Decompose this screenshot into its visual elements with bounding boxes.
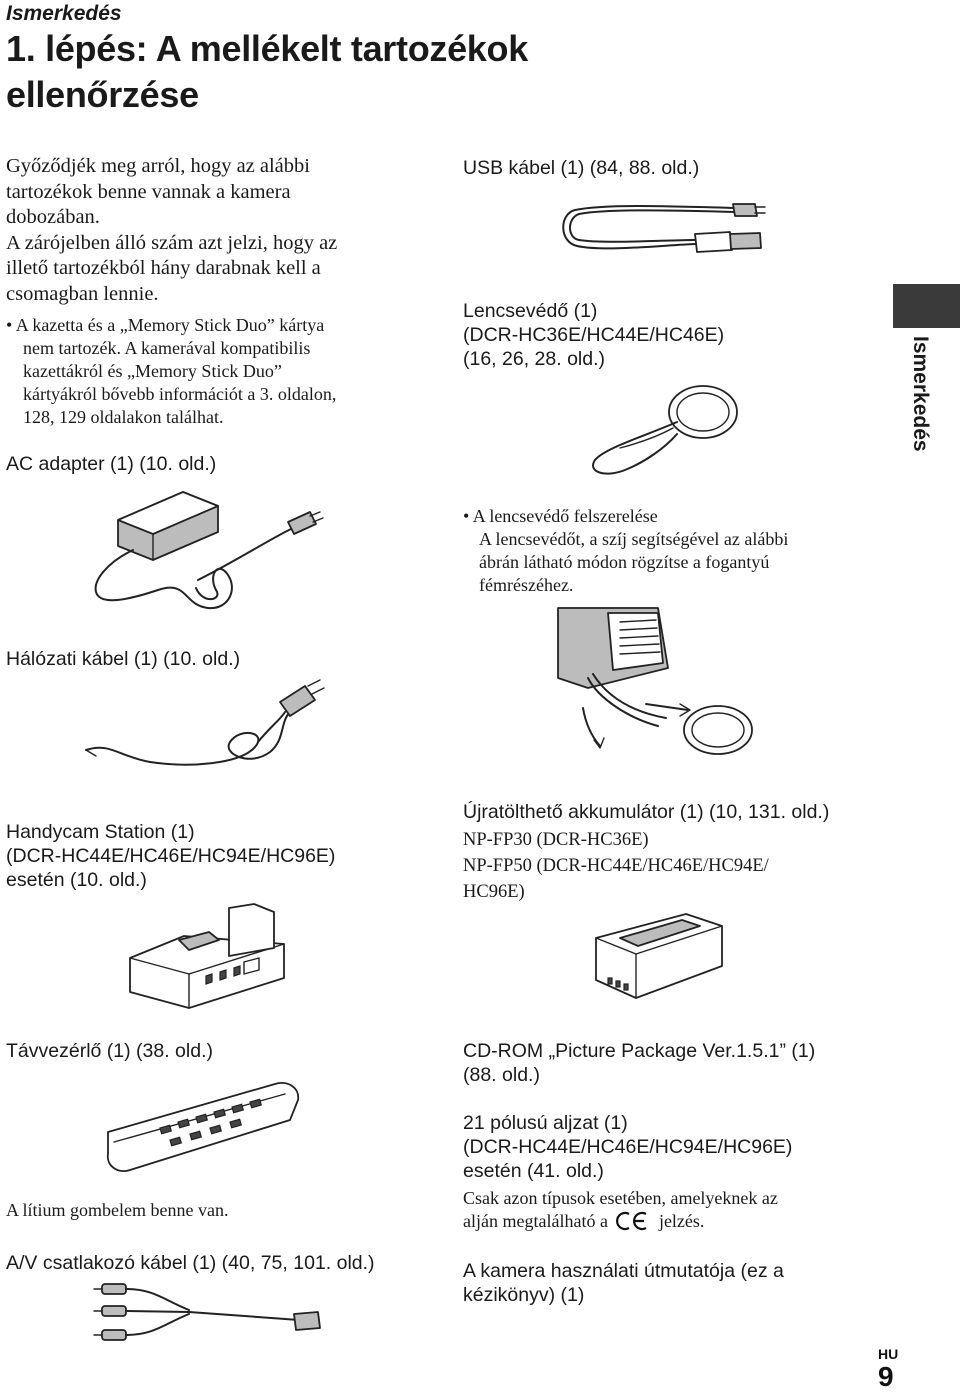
page-title: 1. lépés: A mellékelt tartozékok ellenőr… bbox=[6, 26, 528, 118]
av-cable-label: A/V csatlakozó kábel (1) (40, 75, 101. o… bbox=[6, 1252, 375, 1274]
intro-note-line: kazettákról és „Memory Stick Duo” bbox=[23, 361, 282, 381]
handycam-station-label: Handycam Station (1) (DCR-HC44E/HC46E/HC… bbox=[6, 820, 335, 892]
intro-line: A zárójelben álló szám azt jelzi, hogy a… bbox=[6, 231, 338, 254]
intro-note: • A kazetta és a „Memory Stick Duo” kárt… bbox=[6, 314, 426, 429]
usb-cable-label: USB kábel (1) (84, 88. old.) bbox=[463, 157, 700, 179]
lens-cap-line: (DCR-HC36E/HC44E/HC46E) bbox=[463, 324, 725, 346]
intro-line: dobozában. bbox=[6, 206, 100, 228]
battery-model-line: HC96E) bbox=[463, 882, 525, 902]
battery-model-line: NP-FP30 (DCR-HC36E) bbox=[463, 830, 649, 850]
cdrom-label: CD-ROM „Picture Package Ver.1.5.1” (1) (… bbox=[463, 1039, 815, 1087]
intro-text: Győződjék meg arról, hogy az alábbi tart… bbox=[6, 154, 426, 307]
handycam-station-line: esetén (10. old.) bbox=[6, 869, 147, 891]
av-cable-illustration bbox=[93, 1283, 321, 1341]
lens-cap-label: Lencsevédő (1) (DCR-HC36E/HC44E/HC46E) (… bbox=[463, 299, 724, 371]
lens-cap-attachment-illustration bbox=[557, 607, 753, 755]
adaptor21-note: Csak azon típusok esetében, amelyeknek a… bbox=[463, 1187, 778, 1233]
page-number: 9 bbox=[878, 1361, 894, 1392]
lens-cap-illustration bbox=[592, 385, 738, 475]
intro-note-line: nem tartozék. A kamerával kompatibilis bbox=[23, 338, 311, 358]
battery-models: NP-FP30 (DCR-HC36E) NP-FP50 (DCR-HC44E/H… bbox=[463, 827, 769, 905]
remote-note: A lítium gombelem benne van. bbox=[6, 1200, 229, 1220]
intro-note-line: 128, 129 oldalakon találhat. bbox=[23, 407, 224, 427]
handycam-station-illustration bbox=[129, 903, 285, 1009]
lens-cap-note: • A lencsevédő felszerelése A lencsevédő… bbox=[463, 505, 788, 597]
ac-adapter-illustration bbox=[94, 491, 324, 610]
intro-note-line: kártyákról bővebb információt a 3. oldal… bbox=[23, 384, 337, 404]
page-title-line-1: 1. lépés: A mellékelt tartozékok bbox=[6, 28, 528, 69]
side-tab-marker bbox=[893, 284, 960, 328]
power-cable-label: Hálózati kábel (1) (10. old.) bbox=[6, 648, 241, 670]
remote-label: Távvezérlő (1) (38. old.) bbox=[6, 1040, 213, 1062]
manual-label: A kamera használati útmutatója (ez a kéz… bbox=[463, 1259, 784, 1307]
page-language: HU bbox=[878, 1346, 899, 1362]
lens-cap-note-line: • A lencsevédő felszerelése bbox=[463, 506, 658, 526]
side-tab-label: Ismerkedés bbox=[909, 336, 932, 452]
cdrom-line: CD-ROM „Picture Package Ver.1.5.1” (1) bbox=[463, 1040, 816, 1062]
ce-mark-icon bbox=[616, 1211, 647, 1231]
cdrom-line: (88. old.) bbox=[463, 1064, 540, 1086]
adaptor21-label: 21 pólusú aljzat (1) (DCR-HC44E/HC46E/HC… bbox=[463, 1111, 792, 1183]
lens-cap-line: Lencsevédő (1) bbox=[463, 300, 598, 322]
manual-line: A kamera használati útmutatója (ez a bbox=[463, 1260, 784, 1282]
intro-line: Győződjék meg arról, hogy az alábbi bbox=[6, 155, 310, 177]
lens-cap-note-line: fémrészéhez. bbox=[479, 575, 574, 595]
handycam-station-line: (DCR-HC44E/HC46E/HC94E/HC96E) bbox=[6, 845, 336, 867]
intro-line: tartozékok benne vannak a kamera bbox=[6, 180, 291, 203]
adaptor21-note-text: alján megtalálható a bbox=[463, 1211, 608, 1231]
remote-control-illustration bbox=[106, 1082, 300, 1172]
battery-label: Újratölthető akkumulátor (1) (10, 131. o… bbox=[463, 801, 830, 823]
adaptor21-line: esetén (41. old.) bbox=[463, 1160, 604, 1182]
intro-line: csomagban lennie. bbox=[6, 282, 159, 305]
page-title-line-2: ellenőrzése bbox=[6, 74, 199, 115]
battery-pack-illustration bbox=[595, 913, 723, 999]
intro-note-line: • A kazetta és a „Memory Stick Duo” kárt… bbox=[6, 315, 325, 335]
ac-adapter-label: AC adapter (1) (10. old.) bbox=[6, 453, 217, 475]
usb-cable-illustration bbox=[562, 203, 766, 253]
intro-line: illető tartozékból hány darabnak kell a bbox=[6, 257, 321, 279]
lens-cap-note-line: ábrán látható módon rögzítse a fogantyú bbox=[479, 552, 770, 572]
adaptor21-note-line: alján megtalálható a jelzés. bbox=[463, 1210, 778, 1233]
adaptor21-line: 21 pólusú aljzat (1) bbox=[463, 1112, 628, 1134]
power-cable-illustration bbox=[85, 679, 325, 766]
handycam-station-line: Handycam Station (1) bbox=[6, 821, 195, 843]
adaptor21-note-line: Csak azon típusok esetében, amelyeknek a… bbox=[463, 1188, 778, 1208]
battery-model-line: NP-FP50 (DCR-HC44E/HC46E/HC94E/ bbox=[463, 856, 769, 876]
manual-line: kézikönyv) (1) bbox=[463, 1284, 585, 1306]
lens-cap-note-line: A lencsevédőt, a szíj segítségével az al… bbox=[479, 529, 789, 549]
section-label: Ismerkedés bbox=[6, 2, 122, 25]
lens-cap-line: (16, 26, 28. old.) bbox=[463, 348, 606, 370]
adaptor21-note-text: jelzés. bbox=[658, 1211, 705, 1231]
adaptor21-line: (DCR-HC44E/HC46E/HC94E/HC96E) bbox=[463, 1136, 793, 1158]
